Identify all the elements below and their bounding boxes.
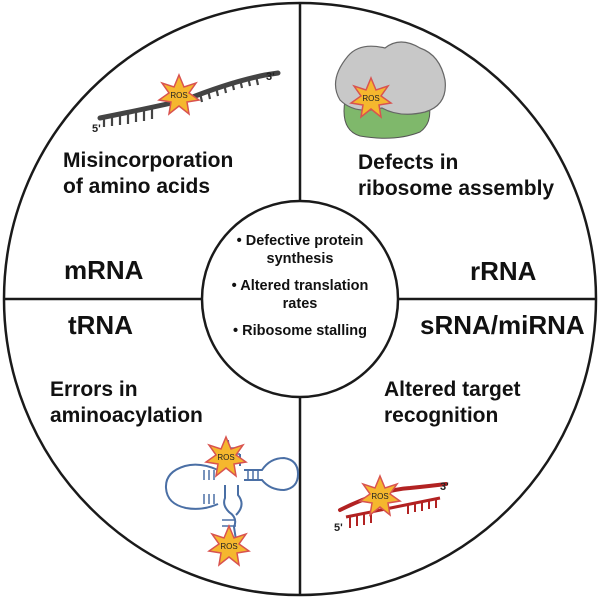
trna-title-line2: aminoacylation bbox=[50, 404, 203, 427]
ros-star-icon: ROS bbox=[349, 76, 393, 119]
srna-5prime-label: 5' bbox=[334, 522, 343, 534]
rrna-title-line1: Defects in bbox=[358, 151, 459, 174]
srna-title-line2: recognition bbox=[384, 404, 499, 427]
ros-label: ROS bbox=[362, 94, 379, 103]
ros-star-icon: ROS bbox=[157, 73, 201, 116]
ros-label: ROS bbox=[220, 542, 237, 551]
mrna-5prime-label: 5' bbox=[92, 123, 101, 135]
outcome-defective-protein-line2: synthesis bbox=[266, 251, 334, 267]
outcome-altered-translation-line1: • Altered translation bbox=[231, 278, 369, 294]
trna-label: tRNA bbox=[68, 310, 133, 340]
mrna-title-line1: Misincorporation bbox=[63, 149, 234, 172]
outcome-altered-translation-line2: rates bbox=[282, 296, 318, 312]
outcome-defective-protein-line1: • Defective protein bbox=[236, 233, 364, 249]
trna-title-line1: Errors in bbox=[50, 378, 138, 401]
mrna-3prime-label: 3' bbox=[266, 71, 275, 83]
mrna-label: mRNA bbox=[64, 255, 144, 285]
ros-label: ROS bbox=[371, 492, 388, 501]
srna-3prime-label: 3' bbox=[440, 481, 449, 493]
center-circle bbox=[200, 199, 400, 399]
ros-label: ROS bbox=[170, 91, 187, 100]
ros-star-icon: ROS bbox=[207, 524, 251, 567]
srna-mirna-label: sRNA/miRNA bbox=[420, 310, 585, 340]
srna-title-line1: Altered target bbox=[384, 378, 521, 401]
trna-quadrant-title: Errors in aminoacylation bbox=[50, 377, 203, 429]
ros-star-icon: ROS bbox=[358, 474, 402, 517]
ros-label: ROS bbox=[217, 453, 234, 462]
outcome-ribosome-stalling: • Ribosome stalling bbox=[233, 323, 367, 339]
ros-star-icon: ROS bbox=[204, 435, 248, 478]
mrna-quadrant-title: Misincorporation of amino acids bbox=[63, 148, 233, 200]
rrna-quadrant-title: Defects in ribosome assembly bbox=[358, 150, 554, 202]
rrna-title-line2: ribosome assembly bbox=[358, 177, 555, 200]
mrna-strand-icon: 5' 3' bbox=[92, 70, 281, 135]
center-outcomes: • Defective protein synthesis • Altered … bbox=[202, 232, 398, 340]
mrna-title-line2: of amino acids bbox=[63, 175, 211, 198]
srna-quadrant-title: Altered target recognition bbox=[384, 377, 521, 429]
rrna-label: rRNA bbox=[470, 256, 537, 286]
